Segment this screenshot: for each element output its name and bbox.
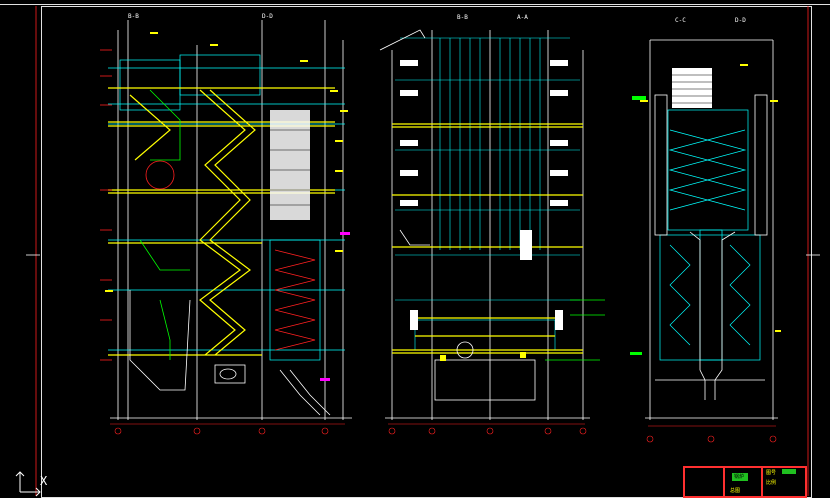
ucs-axis-x-label: X [40,474,48,488]
title-block-scale: 比例 [766,480,777,486]
view-rear-section [630,39,781,443]
section-label-bb-front: B-B [457,14,468,21]
sheet-top-edge [0,4,830,5]
view-front-elevation [379,29,605,435]
view-side-elevation [100,20,352,435]
title-block: 锅炉 总图 图号 比例 [683,466,807,498]
ucs-icon [15,471,41,497]
title-block-sheet-no: 图号 [766,470,777,476]
title-block-sheet-title: 总图 [730,488,741,494]
title-block-left-grid [684,467,724,497]
title-block-stamp-bg [732,473,748,481]
title-block-right [762,467,806,497]
title-block-sheet-no-bg [782,469,796,474]
section-label-cc-rear: C-C [675,17,686,24]
section-label-bb-side: B-B [128,13,139,20]
section-label-aa-front: A-A [517,14,528,21]
title-block-mid [724,467,762,497]
title-block-stamp: 锅炉 [734,474,745,480]
section-label-dd-side: D-D [262,13,273,20]
section-label-dd-rear: D-D [735,17,746,24]
